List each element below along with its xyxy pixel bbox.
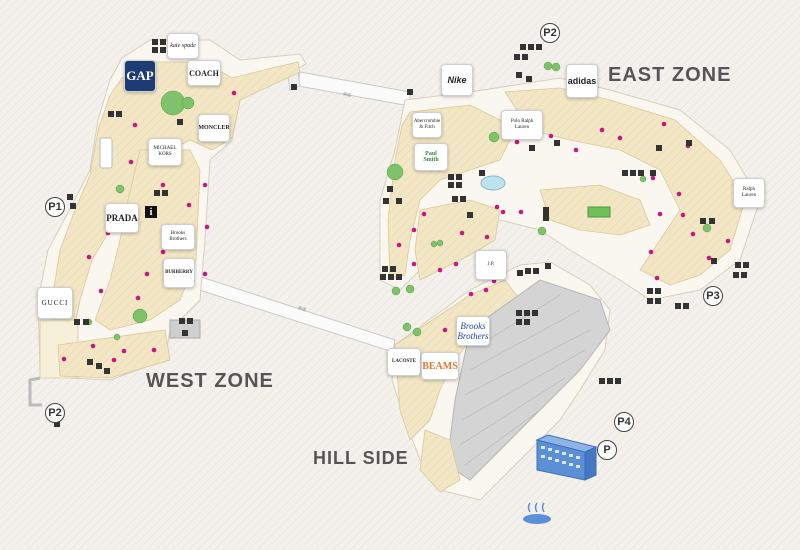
moncler-store-marker[interactable]: MONCLER xyxy=(198,114,230,142)
burberry-store-marker[interactable]: BURBERRY xyxy=(163,258,195,288)
brooks-brothers-store-marker[interactable]: Brooks Brothers xyxy=(161,224,195,250)
lacoste-store-marker[interactable]: LACOSTE xyxy=(387,348,421,376)
west-zone-label: WEST ZONE xyxy=(146,370,274,392)
polo-ralph-lauren-store-marker[interactable]: Polo Ralph Lauren xyxy=(501,110,543,140)
connecting-road-lower xyxy=(192,274,396,353)
hot-spring-icon xyxy=(523,502,551,524)
adidas-store-marker[interactable]: adidas xyxy=(566,64,598,98)
parking-p4-icon[interactable]: P4 xyxy=(614,412,634,432)
michael-kors-store-marker[interactable]: MICHAEL KORS xyxy=(148,138,182,166)
hotel-building xyxy=(535,434,598,481)
nike-store-marker[interactable]: Nike xyxy=(441,64,473,96)
hill-side-label: HILL SIDE xyxy=(313,448,409,468)
kate-spade-store-marker[interactable]: kate spade xyxy=(167,33,199,59)
tree-icons xyxy=(85,61,712,341)
parking-p2-top-icon[interactable]: P2 xyxy=(540,23,560,43)
east-zone-label: EAST ZONE xyxy=(608,64,732,86)
brooks-hill-store-marker[interactable]: Brooks Brothers xyxy=(456,316,490,346)
gap-store-marker[interactable]: GAP xyxy=(124,60,156,92)
parking-p2-bottom-icon[interactable]: P2 xyxy=(45,403,65,423)
facility-icons xyxy=(54,39,749,427)
ralph-lauren-store-marker[interactable]: Ralph Lauren xyxy=(733,178,765,208)
beams-store-marker[interactable]: BEAMS xyxy=(421,352,459,380)
prada-store-marker[interactable]: PRADA xyxy=(105,203,139,233)
information-icon: i xyxy=(145,206,157,218)
connecting-road-upper xyxy=(287,71,411,107)
parking-p1-left-icon[interactable]: P1 xyxy=(45,197,65,217)
coach-store-marker[interactable]: COACH xyxy=(187,60,221,86)
gucci-store-marker[interactable]: GUCCI xyxy=(37,287,73,319)
paul-smith-store-marker[interactable]: Paul Smith xyxy=(414,143,448,171)
parking-p-bottom-icon[interactable]: P xyxy=(597,440,617,460)
jp-store-marker[interactable]: J.P. xyxy=(475,250,507,280)
abercrombie-store-marker[interactable]: Abercrombie & Fitch xyxy=(412,112,442,138)
parking-p3-icon[interactable]: P3 xyxy=(703,286,723,306)
